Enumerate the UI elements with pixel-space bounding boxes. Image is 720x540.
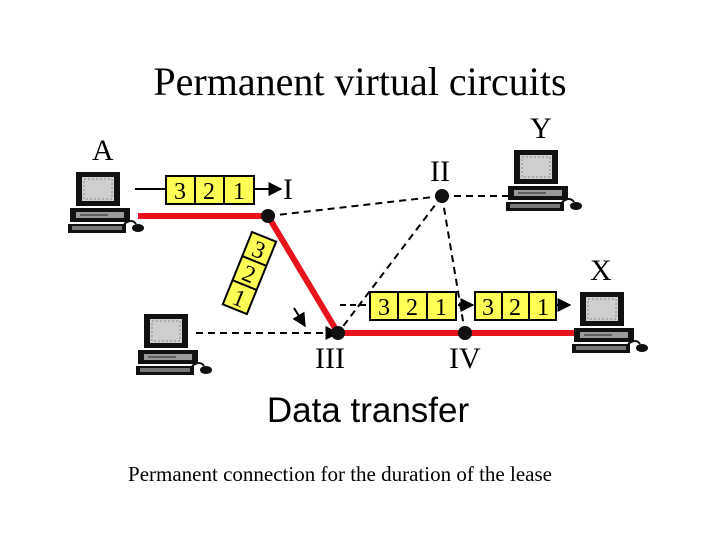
slide-title: Permanent virtual circuits — [153, 59, 567, 104]
packet-label: 3 — [482, 295, 494, 321]
station-label-a: A — [92, 134, 114, 167]
packet-group-a: 3 2 1 — [165, 175, 255, 205]
switch-node-ii — [435, 189, 449, 203]
switch-label-i: I — [283, 173, 293, 206]
packet-label: 3 — [378, 295, 390, 321]
caption: Permanent connection for the duration of… — [128, 462, 552, 486]
switch-node-iii — [331, 326, 345, 340]
station-label-x: X — [590, 254, 612, 287]
computer-x-icon — [571, 291, 649, 354]
packet-label: 2 — [203, 179, 215, 205]
switch-label-iv: IV — [449, 342, 481, 375]
diagram-subtitle: Data transfer — [267, 391, 470, 430]
packet-label: 3 — [174, 179, 186, 205]
computer-y-icon — [505, 149, 583, 212]
station-label-y: Y — [530, 112, 552, 145]
packet-label: 2 — [406, 295, 418, 321]
packet-label: 1 — [435, 295, 447, 321]
switch-node-i — [261, 209, 275, 223]
arrow-along-diagonal — [292, 307, 306, 328]
packet-group-right-of-iv: 3 2 1 — [474, 291, 557, 321]
packet-group-diagonal: 3 2 1 — [221, 230, 278, 316]
switch-node-iv — [458, 326, 472, 340]
computer-a-icon — [67, 171, 145, 234]
computer-bottom-left-icon — [135, 313, 213, 376]
link-i-ii — [267, 195, 443, 217]
switch-label-iii: III — [315, 342, 345, 375]
packet-label: 1 — [537, 295, 549, 321]
packet-group-left-of-iv: 3 2 1 — [369, 291, 457, 321]
link-ii-iii — [337, 195, 443, 334]
switch-label-ii: II — [430, 155, 450, 188]
packet-label: 2 — [509, 295, 521, 321]
packet-label: 1 — [233, 179, 245, 205]
dashed-links — [196, 195, 514, 340]
